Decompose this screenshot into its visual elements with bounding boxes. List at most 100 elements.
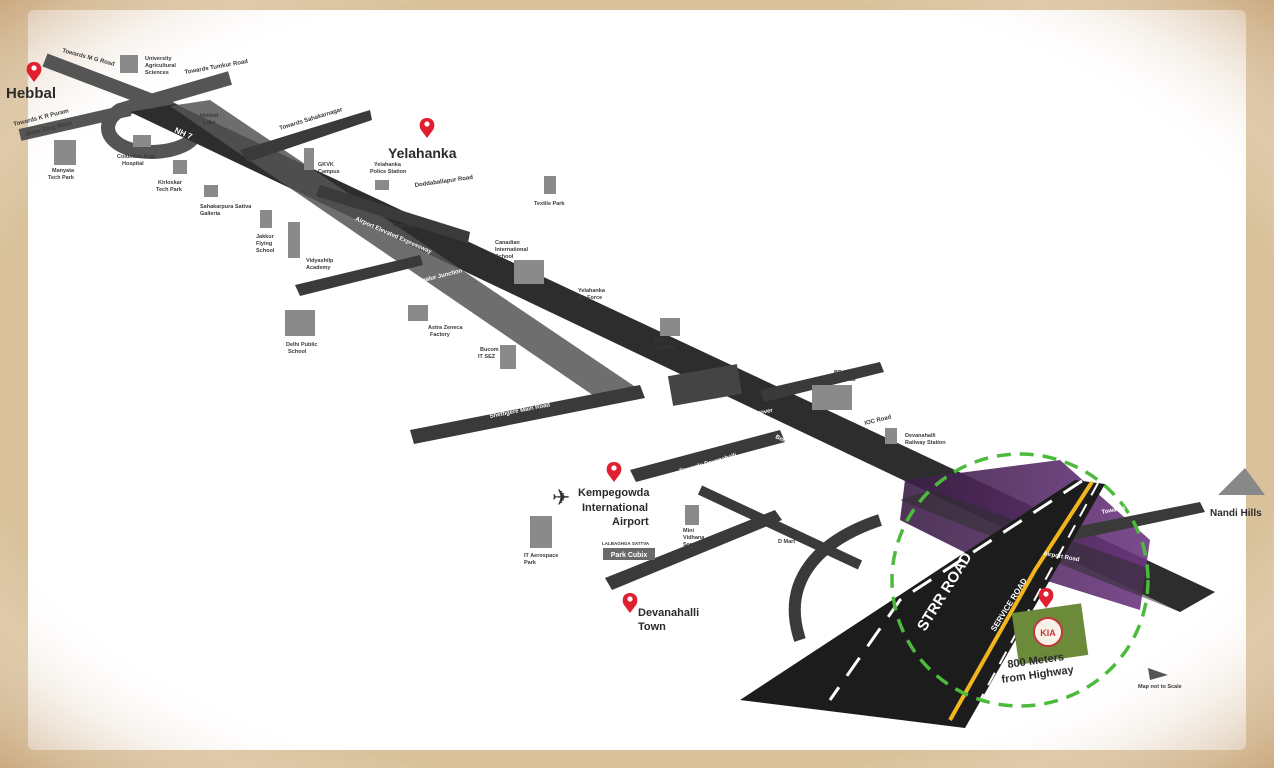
- building-icon: [260, 210, 272, 228]
- bagalur-road: [295, 255, 423, 296]
- pins: [26, 62, 1054, 613]
- lm-police-1: Yelahanka: [374, 162, 402, 168]
- building-icon: [685, 505, 699, 525]
- lm-columbia-1: Columbia Asia: [117, 154, 156, 160]
- strr-road: [740, 480, 1105, 728]
- building-icon: [173, 160, 187, 174]
- building-icon: [375, 180, 389, 190]
- railway-curve: [697, 485, 863, 570]
- building-icon: [812, 385, 852, 410]
- lm-gkvk-1: GKVK: [318, 162, 334, 168]
- lm-jakkur-2: Flying: [256, 241, 272, 247]
- lm-vidyashilp-2: Academy: [306, 265, 331, 271]
- building-icon: [288, 222, 300, 258]
- strr-center-dash: [828, 479, 1083, 701]
- label-hebbal: Hebbal: [6, 85, 56, 102]
- map-footnote: Map not to Scale: [1138, 684, 1182, 690]
- building-icon: [500, 345, 516, 369]
- building-icon: [408, 305, 428, 321]
- park-cubix-label: Park Cubix: [611, 552, 648, 559]
- lm-canadian-3: School: [495, 254, 514, 260]
- strr-yellow-line: [948, 480, 1094, 721]
- building-icon: [204, 185, 218, 197]
- lm-vidyashilp-1: Vidyashilp: [306, 258, 334, 264]
- lm-itsez-2: IT SEZ: [478, 354, 496, 360]
- label-airport-2: International: [582, 502, 648, 514]
- project-site: KIA: [1011, 603, 1089, 665]
- project-logo: KIA: [1040, 628, 1056, 638]
- lm-hebbal-lake-2: Lake: [203, 120, 216, 126]
- lm-airforce-1: Yelahanka: [578, 288, 606, 294]
- building-icon: [120, 55, 138, 73]
- building-icon: [514, 260, 544, 284]
- airplane-icon: ✈: [552, 486, 570, 511]
- label-yelahanka: Yelahanka: [388, 145, 457, 161]
- building-icon: [885, 428, 897, 444]
- lm-esteem: Esteem Mall: [393, 223, 425, 229]
- lm-sahakar-1: Sahakarpura Sattva: [200, 204, 252, 210]
- lm-sahakar-2: Galleria: [200, 211, 221, 217]
- lm-aerospace-1: IT Aerospace: [524, 553, 558, 559]
- service-dash: [979, 482, 1099, 701]
- lm-vidhana-1: Mini: [683, 528, 694, 534]
- building-icon: [544, 176, 556, 194]
- lm-canadian-1: Canadian: [495, 240, 520, 246]
- label-devanahalli-1: Devanahalli: [638, 607, 699, 619]
- lm-dps-2: School: [288, 349, 307, 355]
- building-icon: [304, 148, 314, 170]
- lm-vidhana-3: Soudha: [683, 542, 704, 548]
- lm-hebbal-lake-1: Hebbal: [200, 113, 219, 119]
- lm-kirloskar-2: Tech Park: [156, 187, 183, 193]
- lm-lalbagh: LALBAGHGA SATTVA: [602, 541, 650, 546]
- building-icon: [285, 310, 315, 336]
- lm-police-2: Police Station: [370, 169, 407, 175]
- lm-canadian-2: International: [495, 247, 528, 253]
- label-airport-1: Kempegowda: [578, 487, 650, 499]
- label-devanahalli-2: Town: [638, 621, 666, 633]
- lm-university-2: Agricultural: [145, 63, 176, 69]
- devanahalli-pin-icon[interactable]: [622, 593, 638, 613]
- airport-pin-icon[interactable]: [606, 462, 622, 482]
- label-airport-3: Airport: [612, 516, 649, 528]
- lm-railway-1: Devanahalli: [905, 433, 936, 439]
- lm-vidhana-2: Vidhana: [683, 535, 705, 541]
- lm-jakkur-3: School: [256, 248, 275, 254]
- yelahanka-pin-icon[interactable]: [419, 118, 435, 138]
- airport-expressway: [170, 100, 640, 400]
- lm-manyata-2: Tech Park: [48, 175, 75, 181]
- lm-university-1: University: [145, 56, 173, 62]
- roads-group: [18, 53, 1215, 728]
- lm-railway-2: Railway Station: [905, 440, 946, 446]
- lm-dps-1: Delhi Public: [286, 342, 317, 348]
- outer-ring-road: [18, 104, 132, 141]
- lm-ioc-2: Limited: [655, 345, 675, 351]
- curve-road: [788, 514, 882, 642]
- lm-shetty-2: Hospital: [834, 377, 856, 383]
- devanahalli-road: [630, 430, 785, 482]
- toll-plaza: [667, 364, 743, 406]
- park-cubix-badge: [603, 548, 655, 560]
- hoskote-road: [605, 510, 782, 590]
- doddaballapur-road: [316, 185, 470, 243]
- shettigere-road: [410, 385, 645, 444]
- lm-dmart: D Mart: [778, 539, 795, 545]
- ioc-road: [760, 362, 884, 402]
- lm-jakkur-1: Jakkur: [256, 234, 275, 240]
- project-pin-icon[interactable]: [1038, 588, 1054, 608]
- lm-kirloskar-1: Kirloskar: [158, 180, 183, 186]
- lm-shetty-1: BR Shetty: [834, 370, 861, 376]
- label-nandi: Nandi Hills: [1210, 508, 1262, 519]
- landmark-labels: University Agricultural Sciences Manyata…: [48, 56, 946, 566]
- lm-astra-2: Factory: [430, 332, 451, 338]
- hebbal-pin-icon[interactable]: [26, 62, 42, 82]
- lm-textile: Textile Park: [534, 201, 565, 207]
- lm-itsez-1: Bucom: [480, 347, 499, 353]
- north-arrow-icon: [1148, 668, 1168, 680]
- lm-university-3: Sciences: [145, 70, 169, 76]
- building-icons: [54, 55, 897, 548]
- lm-aerospace-2: Park: [524, 560, 537, 566]
- building-icon: [54, 140, 76, 165]
- lm-astra-1: Astra Zeneca: [428, 325, 463, 331]
